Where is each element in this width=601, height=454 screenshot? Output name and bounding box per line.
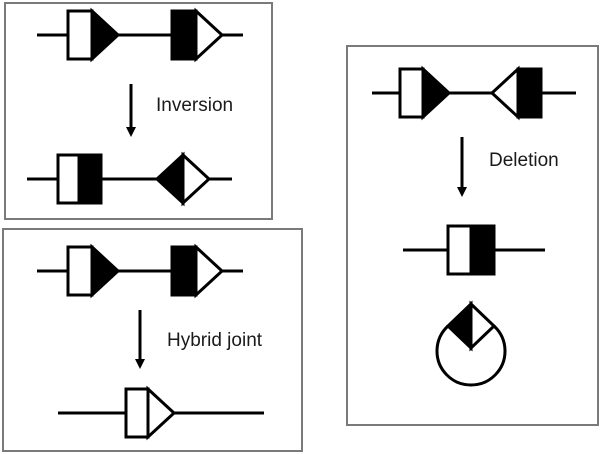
site-b-forward	[170, 7, 225, 63]
inversion-before-construct	[37, 7, 243, 63]
deletion-before-construct	[372, 65, 576, 121]
hybrid-after-construct	[58, 385, 264, 441]
site-b-forward	[170, 243, 225, 299]
site-a-forward	[66, 243, 121, 299]
circle-ring	[435, 324, 507, 387]
deletion-linear-product	[403, 224, 545, 276]
product-filled-block	[469, 224, 496, 276]
hybrid-before-construct	[37, 243, 243, 299]
deletion-panel: Deletion	[346, 45, 599, 426]
site-open-block	[56, 153, 81, 205]
hybrid-open-triangle	[146, 385, 177, 441]
site-a-open-block	[66, 9, 94, 61]
site-b-reverse	[489, 65, 543, 121]
site-b-open-triangle	[194, 243, 225, 299]
site-a-hybrid	[56, 153, 103, 205]
circle-site-open-half	[469, 300, 497, 352]
hybrid-label: Hybrid joint	[167, 330, 263, 351]
site-a-filled-triangle	[90, 243, 121, 299]
hybrid-joint-panel: Hybrid joint	[2, 228, 303, 452]
hybrid-panel-frame	[2, 228, 303, 452]
deletion-panel-frame	[346, 45, 599, 426]
deletion-circular-product	[435, 300, 507, 387]
site-a-open-block	[66, 245, 94, 297]
site-diamond	[154, 151, 212, 207]
site-a-open-block	[398, 67, 425, 119]
site-a-forward	[398, 65, 452, 121]
diamond-open-half	[181, 151, 212, 207]
inversion-after-construct	[27, 151, 232, 207]
diamond-filled-half	[154, 151, 185, 207]
inversion-panel: Inversion	[4, 2, 273, 220]
site-a-forward	[66, 7, 121, 63]
site-b-open-triangle	[194, 7, 225, 63]
site-b-filled-block	[516, 67, 543, 119]
circle-site	[445, 300, 497, 352]
hybrid-open-block	[124, 387, 150, 439]
site-a-filled-triangle	[421, 65, 452, 121]
inversion-panel-frame	[4, 2, 273, 220]
site-b-filled-block	[170, 9, 198, 61]
site-a-filled-triangle	[90, 7, 121, 63]
circle-site-filled-half	[445, 300, 473, 352]
inversion-label: Inversion	[156, 95, 233, 116]
site-filled-block	[77, 153, 103, 205]
site-b-open-triangle	[489, 65, 520, 121]
product-open-block	[446, 224, 473, 276]
deletion-label: Deletion	[489, 150, 559, 171]
site-b-filled-block	[170, 245, 198, 297]
